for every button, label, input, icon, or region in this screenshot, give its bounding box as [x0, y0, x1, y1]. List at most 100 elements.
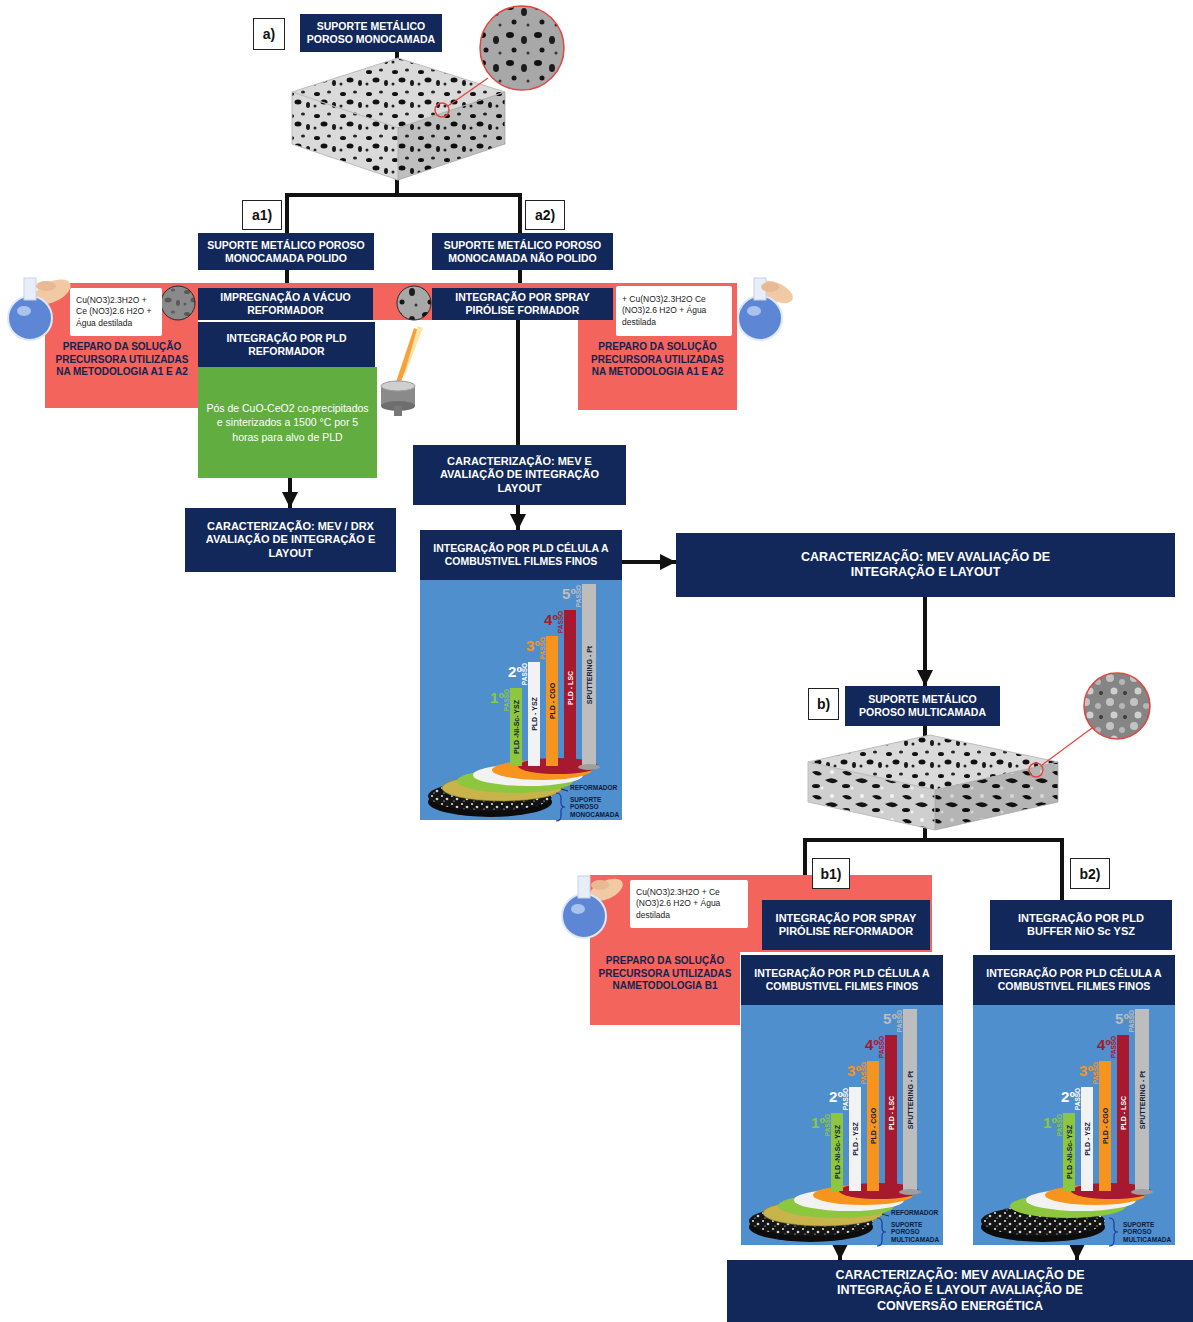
process-box: SUPORTE METÁLICO POROSO MULTICAMADA: [845, 686, 1000, 726]
sem-zoom-mono: [478, 4, 568, 94]
box-label: a1): [252, 207, 272, 223]
box-label: SUPORTE METÁLICO POROSO MULTICAMADA: [851, 693, 994, 719]
layer-label: PLD -Ni-Sc- YSZ: [834, 1125, 841, 1179]
box-label: SUPORTE METÁLICO POROSO MONOCAMADA: [306, 20, 436, 46]
red-band-a: [45, 283, 737, 410]
step-number: 5º: [1115, 1011, 1129, 1026]
flow-arrow: [1075, 1245, 1079, 1260]
box-label: IMPREGNAÇÃO A VÁCUO REFORMADOR: [204, 291, 367, 317]
process-box: CARACTERIZAÇÃO: MEV / DRX AVALIAÇÃO DE I…: [185, 508, 396, 572]
formula-box: Cu(NO3)2.3H2O + Ce (NO3)2.6 H2O + Água d…: [630, 880, 748, 928]
box-label: Cu(NO3)2.3H2O + Ce (NO3)2.6 H2O + Água d…: [636, 887, 742, 920]
layer-label: PLD - CGO: [549, 683, 556, 719]
box-label: a): [263, 26, 275, 42]
process-box: INTEGRAÇÃO POR PLD REFORMADOR: [198, 322, 375, 367]
step-number: 1º: [490, 690, 504, 705]
step-number: 3º: [1079, 1063, 1093, 1078]
flask-icon: [738, 276, 796, 340]
precursor-panel: PREPARO DA SOLUÇÃO PRECURSORA UTILIZADAS…: [45, 283, 198, 408]
sem-zoom-multi: [1082, 671, 1152, 741]
step-number: 3º: [847, 1063, 861, 1078]
box-label: INTEGRAÇÃO POR PLD BUFFER NiO Sc YSZ: [996, 912, 1166, 939]
process-box: CARACTERIZAÇÃO: MEV E AVALIAÇÃO DE INTEG…: [413, 445, 626, 505]
formula-box: Cu(NO3)2.3H2O + Ce (NO3)2.6 H2O + Água d…: [70, 288, 162, 336]
step-word: PASSO: [540, 637, 547, 659]
layer-label: PLD - LSC: [1120, 1096, 1127, 1130]
flow-arrow: [838, 1245, 842, 1260]
fuel-cell-panel: [420, 530, 622, 821]
step-word: PASSO: [504, 689, 511, 711]
step-tag: a2): [525, 200, 565, 230]
step-word: PASSO: [558, 611, 565, 633]
part-label: REFORMADOR: [891, 1210, 938, 1217]
layer-label: SPUTTERING - Pt: [586, 646, 593, 704]
box-label: PREPARO DA SOLUÇÃO PRECURSORA UTILIZADAS…: [52, 341, 192, 379]
layer-label: PLD -Ni-Sc- YSZ: [513, 700, 520, 754]
panel-header: INTEGRAÇÃO POR PLD CÉLULA A COMBUSTIVEL …: [420, 530, 622, 580]
step-word: PASSO: [1093, 1062, 1100, 1084]
step-number: 4º: [1097, 1037, 1111, 1052]
layer-label: PLD - CGO: [1102, 1108, 1109, 1144]
flow-arrow: [288, 478, 292, 508]
panel-header: INTEGRAÇÃO POR PLD CÉLULA A COMBUSTIVEL …: [973, 955, 1175, 1005]
part-label: SUPORTE POROSO MULTICAMADA: [891, 1221, 943, 1243]
step-tag: a): [253, 18, 285, 50]
layer-label: PLD - YSZ: [1084, 1122, 1091, 1156]
layer-label: PLD - LSC: [888, 1096, 895, 1130]
step-number: 2º: [1061, 1089, 1075, 1104]
step-number: 4º: [544, 612, 558, 627]
flow-arrow: [516, 505, 520, 530]
panel-header: INTEGRAÇÃO POR PLD CÉLULA A COMBUSTIVEL …: [741, 955, 943, 1005]
flask-icon: [562, 874, 626, 938]
flow-arrow: [923, 597, 927, 686]
box-label: PREPARO DA SOLUÇÃO PRECURSORA UTILIZADAS…: [584, 341, 731, 379]
step-word: PASSO: [1057, 1114, 1064, 1136]
box-label: Cu(NO3)2.3H2O + Ce (NO3)2.6 H2O + Água d…: [76, 295, 156, 328]
step-number: 2º: [508, 664, 522, 679]
box-label: SUPORTE METÁLICO POROSO MONOCAMADA POLID…: [204, 239, 368, 265]
process-box: SUPORTE METÁLICO POROSO MONOCAMADA: [300, 14, 442, 52]
box-label: b): [817, 696, 830, 712]
pld-target-icon: [378, 326, 423, 416]
box-label: PREPARO DA SOLUÇÃO PRECURSORA UTILIZADAS…: [594, 955, 736, 993]
layer-label: PLD - YSZ: [531, 697, 538, 731]
part-label: SUPORTE POROSO MONOCAMADA: [570, 796, 622, 818]
box-label: INTEGRAÇÃO POR SPRAY PIRÓLISE FORMADOR: [438, 291, 607, 317]
step-word: PASSO: [1075, 1088, 1082, 1110]
layer-label: PLD -Ni-Sc- YSZ: [1066, 1125, 1073, 1179]
box-label: b1): [821, 866, 842, 882]
step-number: 2º: [829, 1089, 843, 1104]
step-word: PASSO: [576, 585, 583, 607]
box-label: SUPORTE METÁLICO POROSO MONOCAMADA NÃO P…: [438, 239, 607, 265]
process-box: INTEGRAÇÃO POR PLD BUFFER NiO Sc YSZ: [990, 900, 1172, 950]
layer-label: PLD - LSC: [567, 671, 574, 705]
box-label: CARACTERIZAÇÃO: MEV E AVALIAÇÃO DE INTEG…: [419, 455, 620, 495]
layer-label: SPUTTERING - Pt: [1139, 1071, 1146, 1129]
process-box: INTEGRAÇÃO POR SPRAY PIRÓLISE REFORMADOR: [762, 900, 930, 950]
layer-label: PLD - CGO: [870, 1108, 877, 1144]
box-label: CARACTERIZAÇÃO: MEV AVALIAÇÃO DE INTEGRA…: [810, 1268, 1110, 1314]
step-tag: a1): [242, 200, 282, 230]
step-number: 4º: [865, 1037, 879, 1052]
process-box: IMPREGNAÇÃO A VÁCUO REFORMADOR: [198, 288, 373, 320]
step-word: PASSO: [879, 1036, 886, 1058]
step-tag: b2): [1070, 858, 1110, 889]
step-tag: b1): [812, 858, 850, 889]
step-word: PASSO: [897, 1010, 904, 1032]
precursor-panel: PREPARO DA SOLUÇÃO PRECURSORA UTILIZADAS…: [578, 283, 737, 410]
process-box: CARACTERIZAÇÃO: MEV AVALIAÇÃO DE INTEGRA…: [727, 1260, 1193, 1322]
layer-label: SPUTTERING - Pt: [907, 1071, 914, 1129]
precursor-panel: PREPARO DA SOLUÇÃO PRECURSORA UTILIZADAS…: [590, 875, 740, 1025]
step-number: 5º: [883, 1011, 897, 1026]
process-box: CARACTERIZAÇÃO: MEV AVALIAÇÃO DE INTEGRA…: [676, 533, 1175, 597]
process-box: INTEGRAÇÃO POR SPRAY PIRÓLISE FORMADOR: [432, 288, 613, 320]
porous-block-mono: [292, 58, 505, 180]
box-label: a2): [535, 207, 555, 223]
box-label: CARACTERIZAÇÃO: MEV AVALIAÇÃO DE INTEGRA…: [776, 550, 1076, 581]
box-label: Pós de CuO-CeO2 co-precipitados e sinter…: [206, 401, 369, 444]
step-word: PASSO: [843, 1088, 850, 1110]
box-label: INTEGRAÇÃO POR PLD REFORMADOR: [204, 332, 369, 358]
sem-circle-polished: [160, 285, 196, 321]
step-number: 1º: [811, 1115, 825, 1130]
